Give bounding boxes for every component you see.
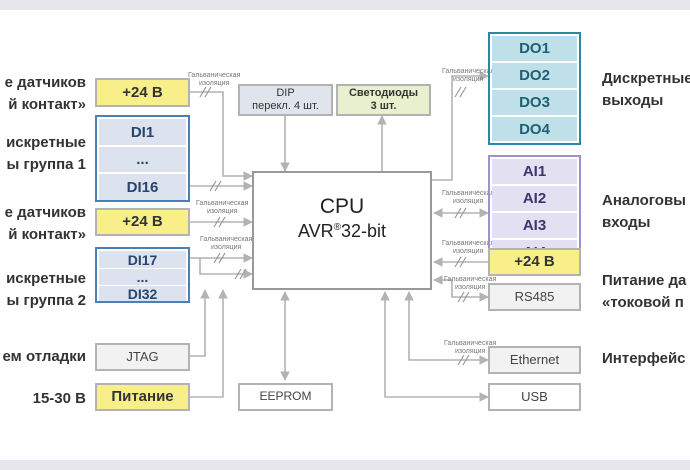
supply-24v-box-1: +24 В <box>95 78 190 107</box>
do-group: DO1 DO2 DO3 DO4 <box>488 32 581 145</box>
dip-switch-box: DIP перекл. 4 шт. <box>238 84 333 116</box>
ai-cell: AI2 <box>492 186 577 211</box>
wire-power <box>190 289 228 398</box>
power-box: Питание <box>95 383 190 411</box>
di-cell: ... <box>99 269 186 285</box>
di-cell: ... <box>99 147 186 172</box>
jtag-box: JTAG <box>95 343 190 371</box>
do-cell: DO3 <box>492 90 577 115</box>
eeprom-box: EEPROM <box>238 383 333 411</box>
leds-box: Светодиоды 3 шт. <box>336 84 431 116</box>
do-cell: DO2 <box>492 63 577 88</box>
ai-cell: AI1 <box>492 159 577 184</box>
di-cell: DI32 <box>99 286 186 302</box>
di-group-1: DI1 ... DI16 <box>95 115 190 202</box>
di-group-2-panel-final: DI17 ... DI32 <box>95 247 190 303</box>
rs485-box: RS485 <box>488 283 581 311</box>
isolation-marks <box>199 86 470 366</box>
wire-do <box>432 71 489 181</box>
ai-cell: AI3 <box>492 213 577 238</box>
left-label-debug: ем отладки <box>2 348 86 365</box>
di-cell: DI17 <box>99 251 186 268</box>
wire-di-2b <box>199 258 253 279</box>
supply-24v-box-3: +24 В <box>488 248 581 276</box>
bottom-band <box>0 460 690 470</box>
right-label-interfaces: Интерфейс <box>602 350 686 367</box>
do-cell: DO1 <box>492 36 577 61</box>
cpu-block: CPU AVR®32-bit <box>252 171 432 290</box>
wire-usb <box>380 291 489 402</box>
di-cell: DI16 <box>99 174 186 200</box>
top-band <box>0 0 690 10</box>
usb-box: USB <box>488 383 581 411</box>
di-cell: DI1 <box>99 119 186 145</box>
wire-24v-1 <box>190 91 253 181</box>
do-cell: DO4 <box>492 117 577 141</box>
ethernet-box: Ethernet <box>488 346 581 374</box>
cpu-title: CPU <box>319 195 365 218</box>
supply-24v-box-2: +24 В <box>95 208 190 236</box>
cpu-subtitle: AVR®32-bit <box>297 221 387 241</box>
right-label-sensor-power: Питание да«токовой п <box>602 272 687 311</box>
left-label-supply-voltage: 15-30 В <box>32 390 86 407</box>
wire-jtag <box>190 289 210 357</box>
